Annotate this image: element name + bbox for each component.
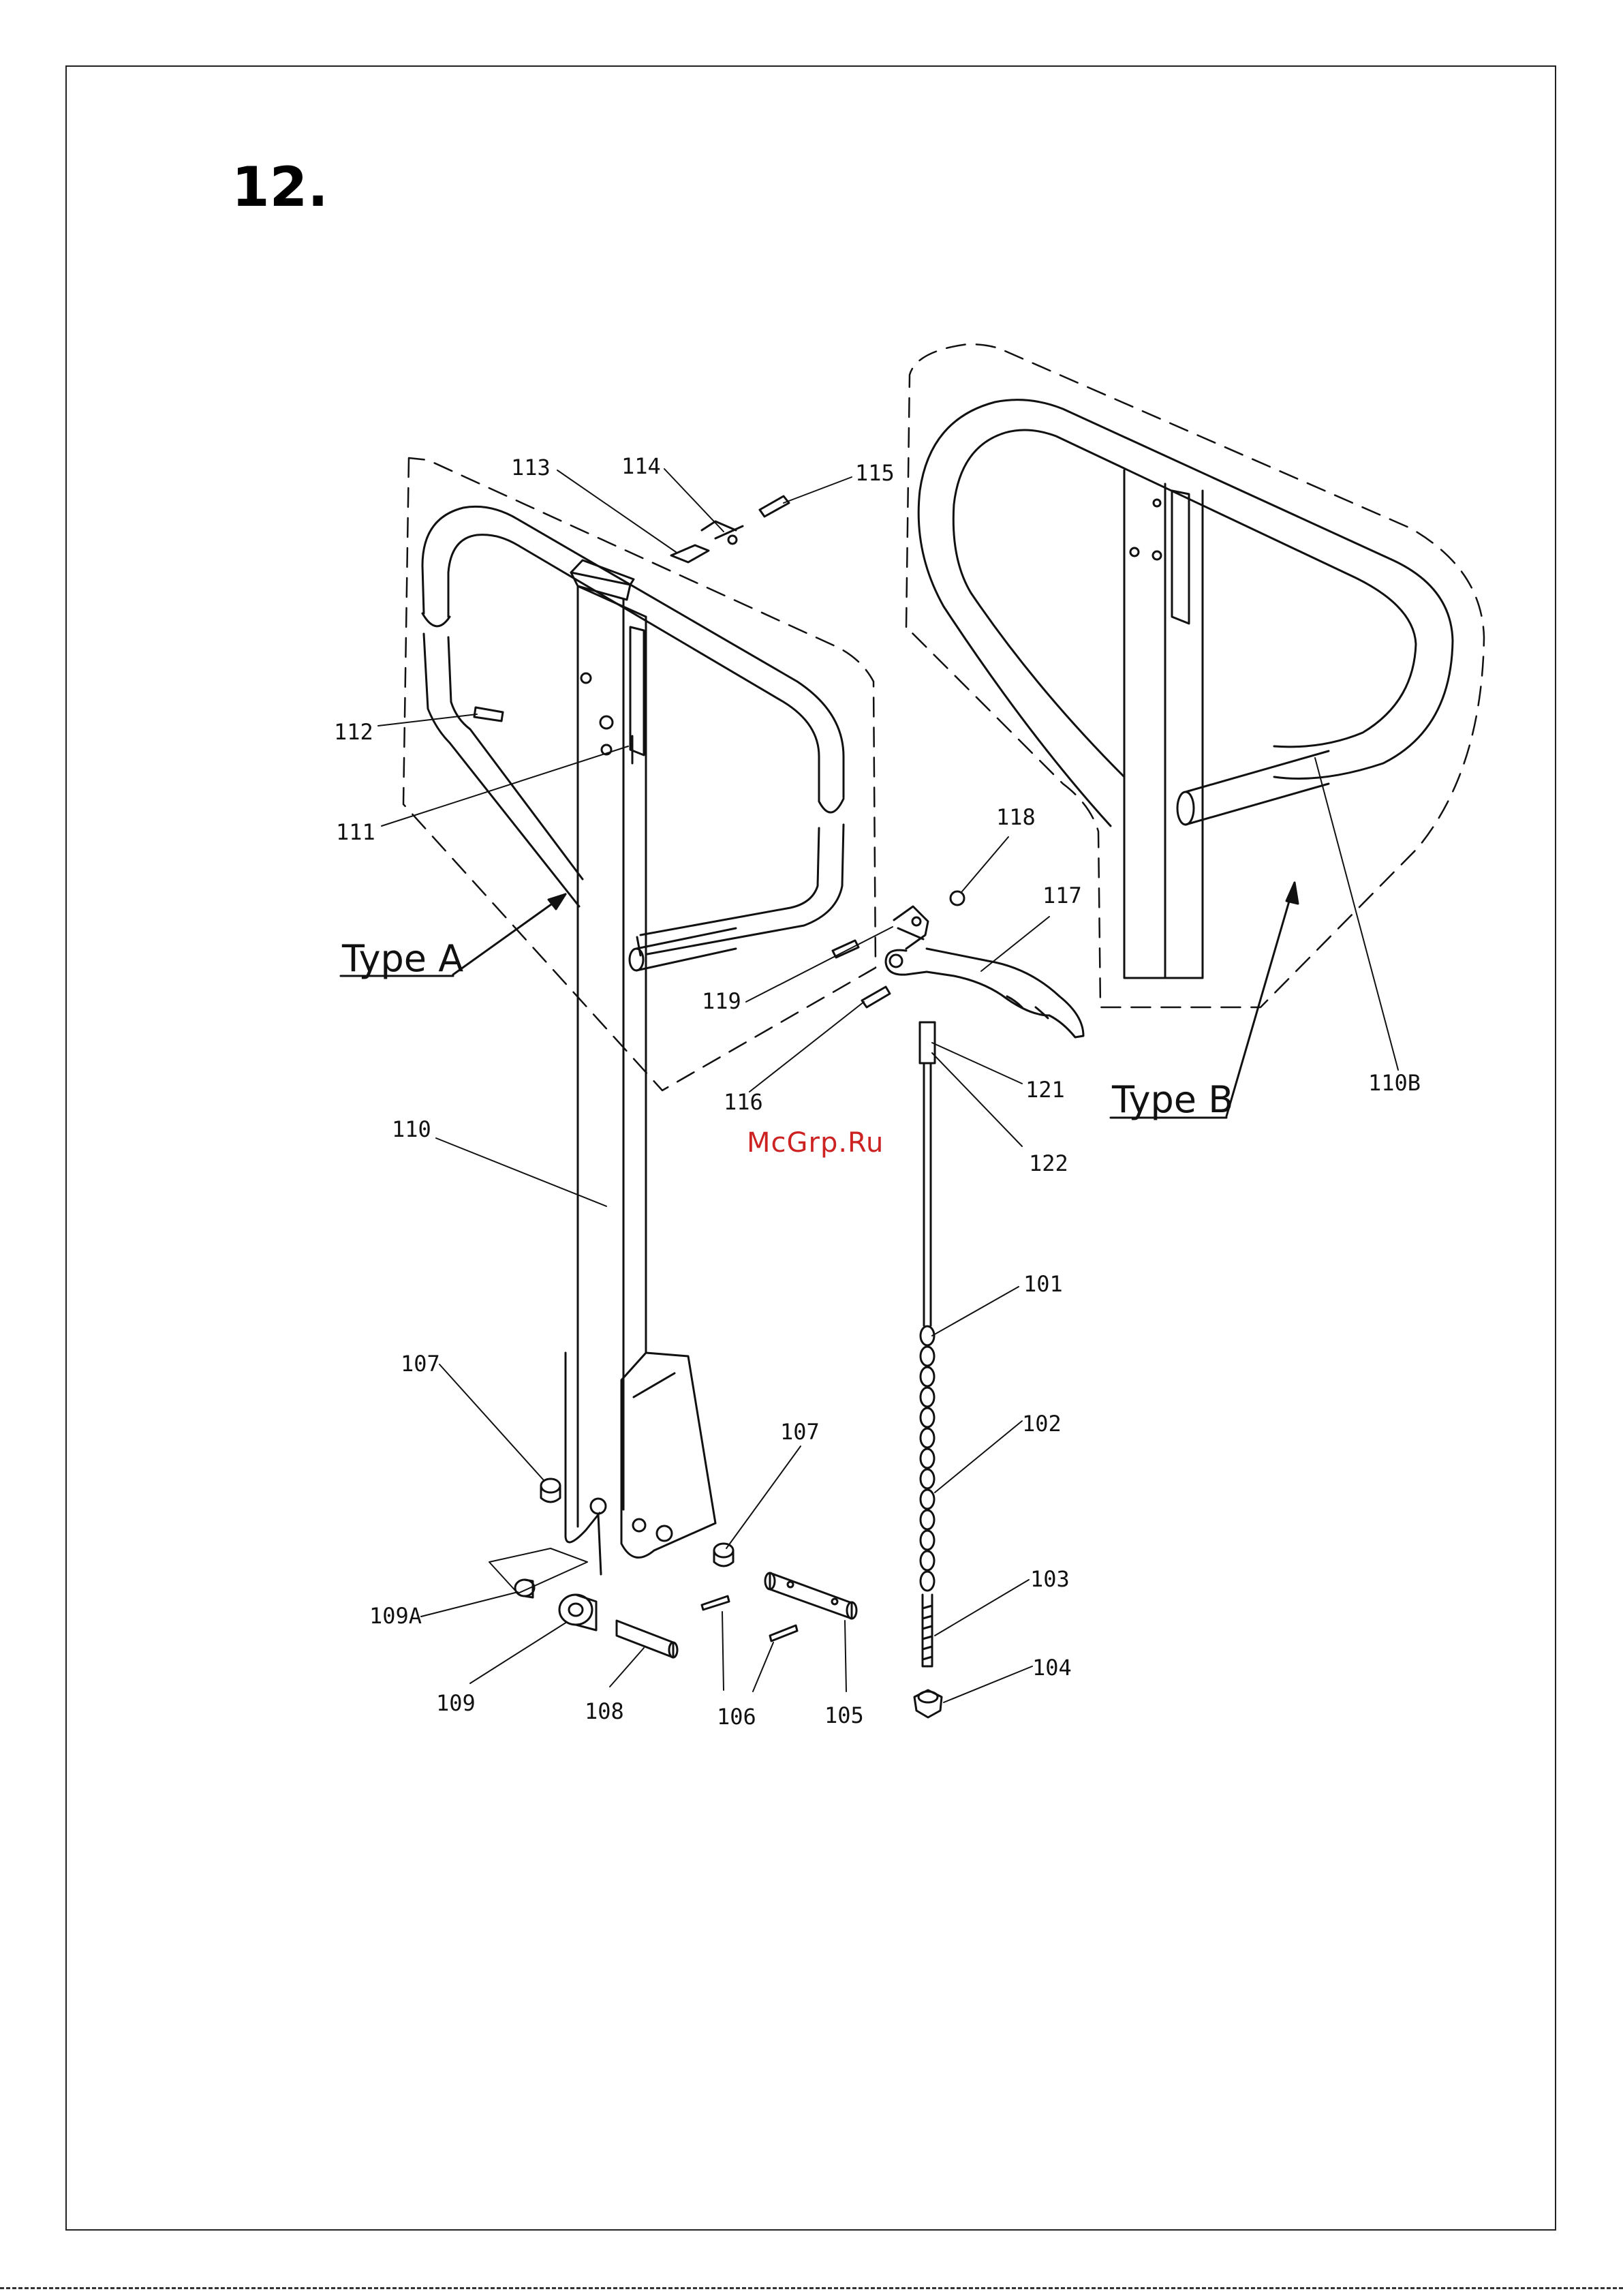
axle-105 <box>765 1573 856 1619</box>
type-b-label: Type B <box>1111 1078 1233 1121</box>
label-119: 119 <box>702 988 741 1014</box>
bushing-109A <box>515 1580 534 1597</box>
label-115: 115 <box>855 460 895 486</box>
label-118: 118 <box>996 804 1036 830</box>
type-a-arrow <box>453 894 566 975</box>
type-b-main-tube <box>1124 470 1203 978</box>
label-110B: 110B <box>1368 1070 1421 1096</box>
watermark: McGrp.Ru <box>747 1127 884 1159</box>
type-b-arrow <box>1226 883 1295 1116</box>
label-107-left: 107 <box>401 1351 440 1377</box>
label-117: 117 <box>1042 883 1082 908</box>
chain-rod-assembly <box>914 1022 942 1717</box>
pin-115 <box>760 496 789 517</box>
label-122: 122 <box>1029 1150 1068 1176</box>
pin-106-b <box>770 1625 797 1641</box>
label-113: 113 <box>511 455 551 480</box>
label-121: 121 <box>1025 1077 1065 1103</box>
nut-118 <box>950 891 964 905</box>
label-112: 112 <box>334 719 373 745</box>
pin-112 <box>474 707 503 721</box>
label-103: 103 <box>1030 1566 1070 1592</box>
label-106: 106 <box>717 1704 756 1730</box>
label-116: 116 <box>724 1089 763 1115</box>
label-108: 108 <box>585 1698 624 1724</box>
control-lever-117 <box>886 906 1083 1037</box>
bushing-109 <box>559 1595 596 1630</box>
page-bottom-rule <box>0 2287 1623 2289</box>
pin-108 <box>617 1621 677 1657</box>
pin-106-a <box>702 1596 729 1610</box>
bushing-107-right <box>714 1544 733 1566</box>
callout-labels: 113 114 115 112 111 118 117 119 116 121 … <box>334 453 1421 1730</box>
chain-102 <box>921 1326 934 1591</box>
bushing-107-left <box>541 1479 560 1502</box>
label-114: 114 <box>621 453 661 479</box>
type-a-label: Type A <box>341 937 463 980</box>
label-111: 111 <box>336 819 375 845</box>
label-109A: 109A <box>369 1603 422 1629</box>
pin-116 <box>862 987 890 1007</box>
type-b-boundary <box>906 344 1484 1007</box>
type-b-handle-loop <box>918 400 1453 826</box>
label-105: 105 <box>824 1702 864 1728</box>
clip-113-114 <box>671 521 743 562</box>
base-plate <box>489 1548 587 1593</box>
label-104: 104 <box>1032 1655 1072 1681</box>
label-102: 102 <box>1022 1411 1062 1437</box>
label-107-right: 107 <box>780 1419 820 1445</box>
label-109: 109 <box>436 1690 476 1716</box>
label-110: 110 <box>392 1116 431 1142</box>
label-101: 101 <box>1023 1271 1063 1297</box>
